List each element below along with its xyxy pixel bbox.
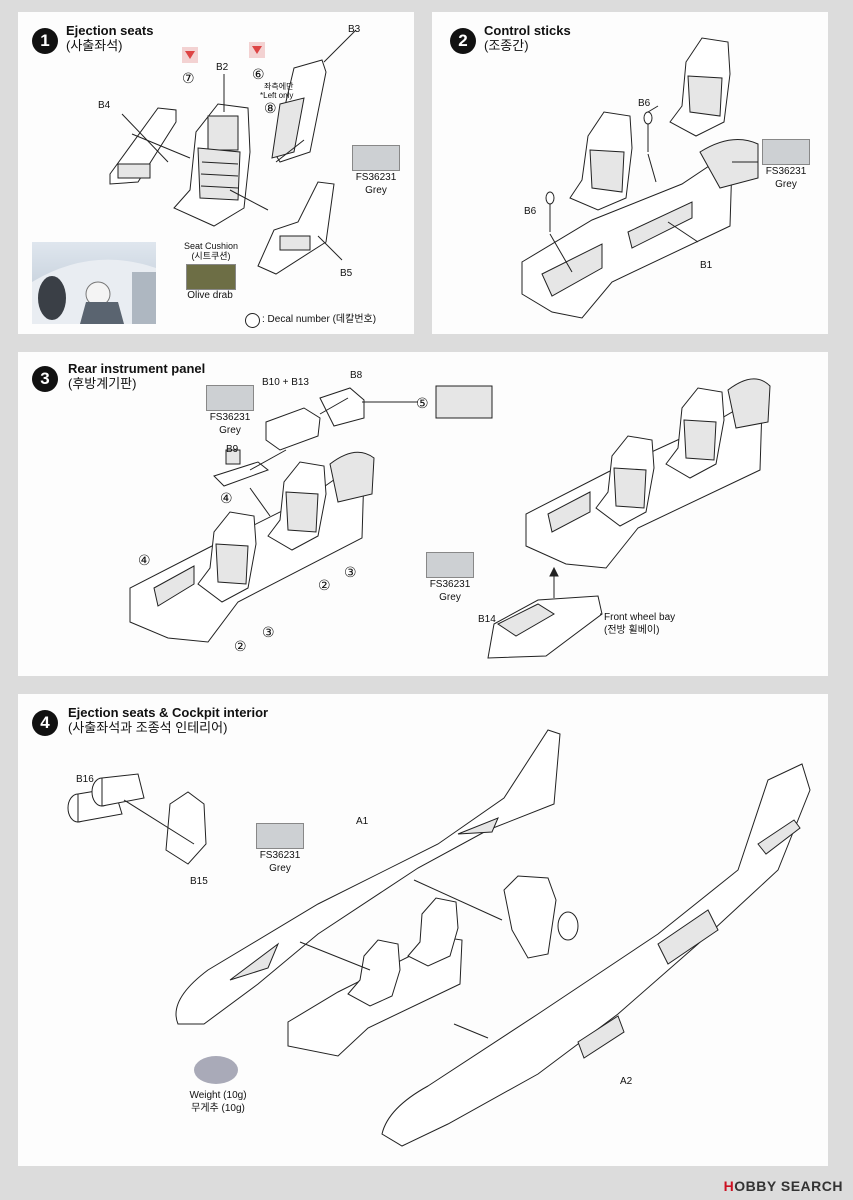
grey2-name: Grey xyxy=(439,592,461,603)
b5-part xyxy=(257,181,335,275)
step1-title: Ejection seats(사출좌석) xyxy=(66,23,154,53)
a2-label: A2 xyxy=(620,1076,633,1087)
b10-b13-label: B10 + B13 xyxy=(262,377,309,388)
callout-4-upper: ④ xyxy=(220,490,233,506)
grey-name: Grey xyxy=(775,179,797,190)
warning-triangle-icon xyxy=(182,47,198,63)
hobby-search-logo: HOBBY SEARCH xyxy=(723,1178,843,1194)
callout-8: ⑧ xyxy=(264,100,277,116)
callout-2-left: ② xyxy=(234,638,247,654)
a1-label: A1 xyxy=(356,816,369,827)
grey-swatch xyxy=(256,823,304,849)
b8-label: B8 xyxy=(350,370,363,381)
b16-label: B16 xyxy=(76,774,94,785)
step3-number: 3 xyxy=(32,366,58,392)
grey2-code: FS36231 xyxy=(429,579,471,590)
seat-cushion-label: Seat Cushion xyxy=(183,241,239,251)
left-only-note: *Left only xyxy=(260,91,294,100)
b6-label-lower: B6 xyxy=(524,206,537,217)
weight-disc xyxy=(194,1056,238,1084)
callout-2-right: ② xyxy=(318,577,331,593)
b14-label: B14 xyxy=(478,614,496,625)
b4-label: B4 xyxy=(98,100,111,111)
decal-legend-circle-icon xyxy=(245,313,260,328)
step1-seat-drawing xyxy=(109,29,357,275)
b1-label: B1 xyxy=(700,260,713,271)
step4-number: 4 xyxy=(32,710,58,736)
grey-code: FS36231 xyxy=(765,166,807,177)
step4-fuselage-drawing xyxy=(67,729,811,1147)
grey-code: FS36231 xyxy=(259,850,301,861)
callout-3-left: ③ xyxy=(262,624,275,640)
left-only-note-kr: 좌측에만 xyxy=(264,82,294,91)
b15-label: B15 xyxy=(190,876,208,887)
step1-number: 1 xyxy=(32,28,58,54)
step2-title: Control sticks(조종간) xyxy=(484,23,571,53)
callout-7: ⑦ xyxy=(182,70,195,86)
weight-label-kr: 무게추 (10g) xyxy=(191,1103,245,1114)
canopy-photo-illustration xyxy=(32,259,156,324)
step2-cockpit-drawing xyxy=(521,37,759,319)
b3-label: B3 xyxy=(348,24,361,35)
callout-3-right: ③ xyxy=(344,564,357,580)
front-wheel-bay-label: Front wheel bay xyxy=(604,612,676,623)
grey-code: FS36231 xyxy=(355,172,397,183)
grey-name: Grey xyxy=(365,185,387,196)
grey-swatch-2 xyxy=(426,552,474,578)
step1-panel: 1 Ejection seats(사출좌석) B3 B2 B4 B5 ⑦ ⑥ ⑧… xyxy=(18,12,414,334)
b9-label: B9 xyxy=(226,444,239,455)
grey-swatch xyxy=(352,145,400,171)
step2-panel: 2 Control sticks(조종간) B6 B6 B1 FS36231 G… xyxy=(432,12,828,334)
step3-title: Rear instrument panel(후방계기판) xyxy=(68,361,206,391)
b6-label-upper: B6 xyxy=(638,98,651,109)
weight-label: Weight (10g) xyxy=(189,1090,247,1101)
grey-code: FS36231 xyxy=(209,412,251,423)
b2-label: B2 xyxy=(216,62,229,73)
grey-swatch xyxy=(206,385,254,411)
b5-label: B5 xyxy=(340,268,353,279)
callout-4-lower: ④ xyxy=(138,552,151,568)
callout-5: ⑤ xyxy=(416,395,429,411)
warning-triangle-icon xyxy=(249,42,265,58)
seat-cushion-label-kr: (시트쿠션) xyxy=(191,251,231,261)
olive-drab-label: Olive drab xyxy=(187,290,233,301)
olive-drab-swatch xyxy=(186,264,236,290)
step3-panel-drawing xyxy=(129,378,771,659)
step4-panel: 4 Ejection seats & Cockpit interior(사출좌석… xyxy=(18,694,828,1166)
decal-legend: : Decal number (데칼번호) xyxy=(262,314,377,325)
step4-title: Ejection seats & Cockpit interior(사출좌석과 … xyxy=(68,705,269,735)
cockpit-photo xyxy=(32,242,156,324)
grey-name: Grey xyxy=(219,425,241,436)
step2-number: 2 xyxy=(450,28,476,54)
callout-6: ⑥ xyxy=(252,66,265,82)
grey-name: Grey xyxy=(269,863,291,874)
grey-swatch xyxy=(762,139,810,165)
step3-panel: 3 Rear instrument panel(후방계기판) xyxy=(18,352,828,676)
front-wheel-bay-label-kr: (전방 휠베이) xyxy=(604,625,660,636)
